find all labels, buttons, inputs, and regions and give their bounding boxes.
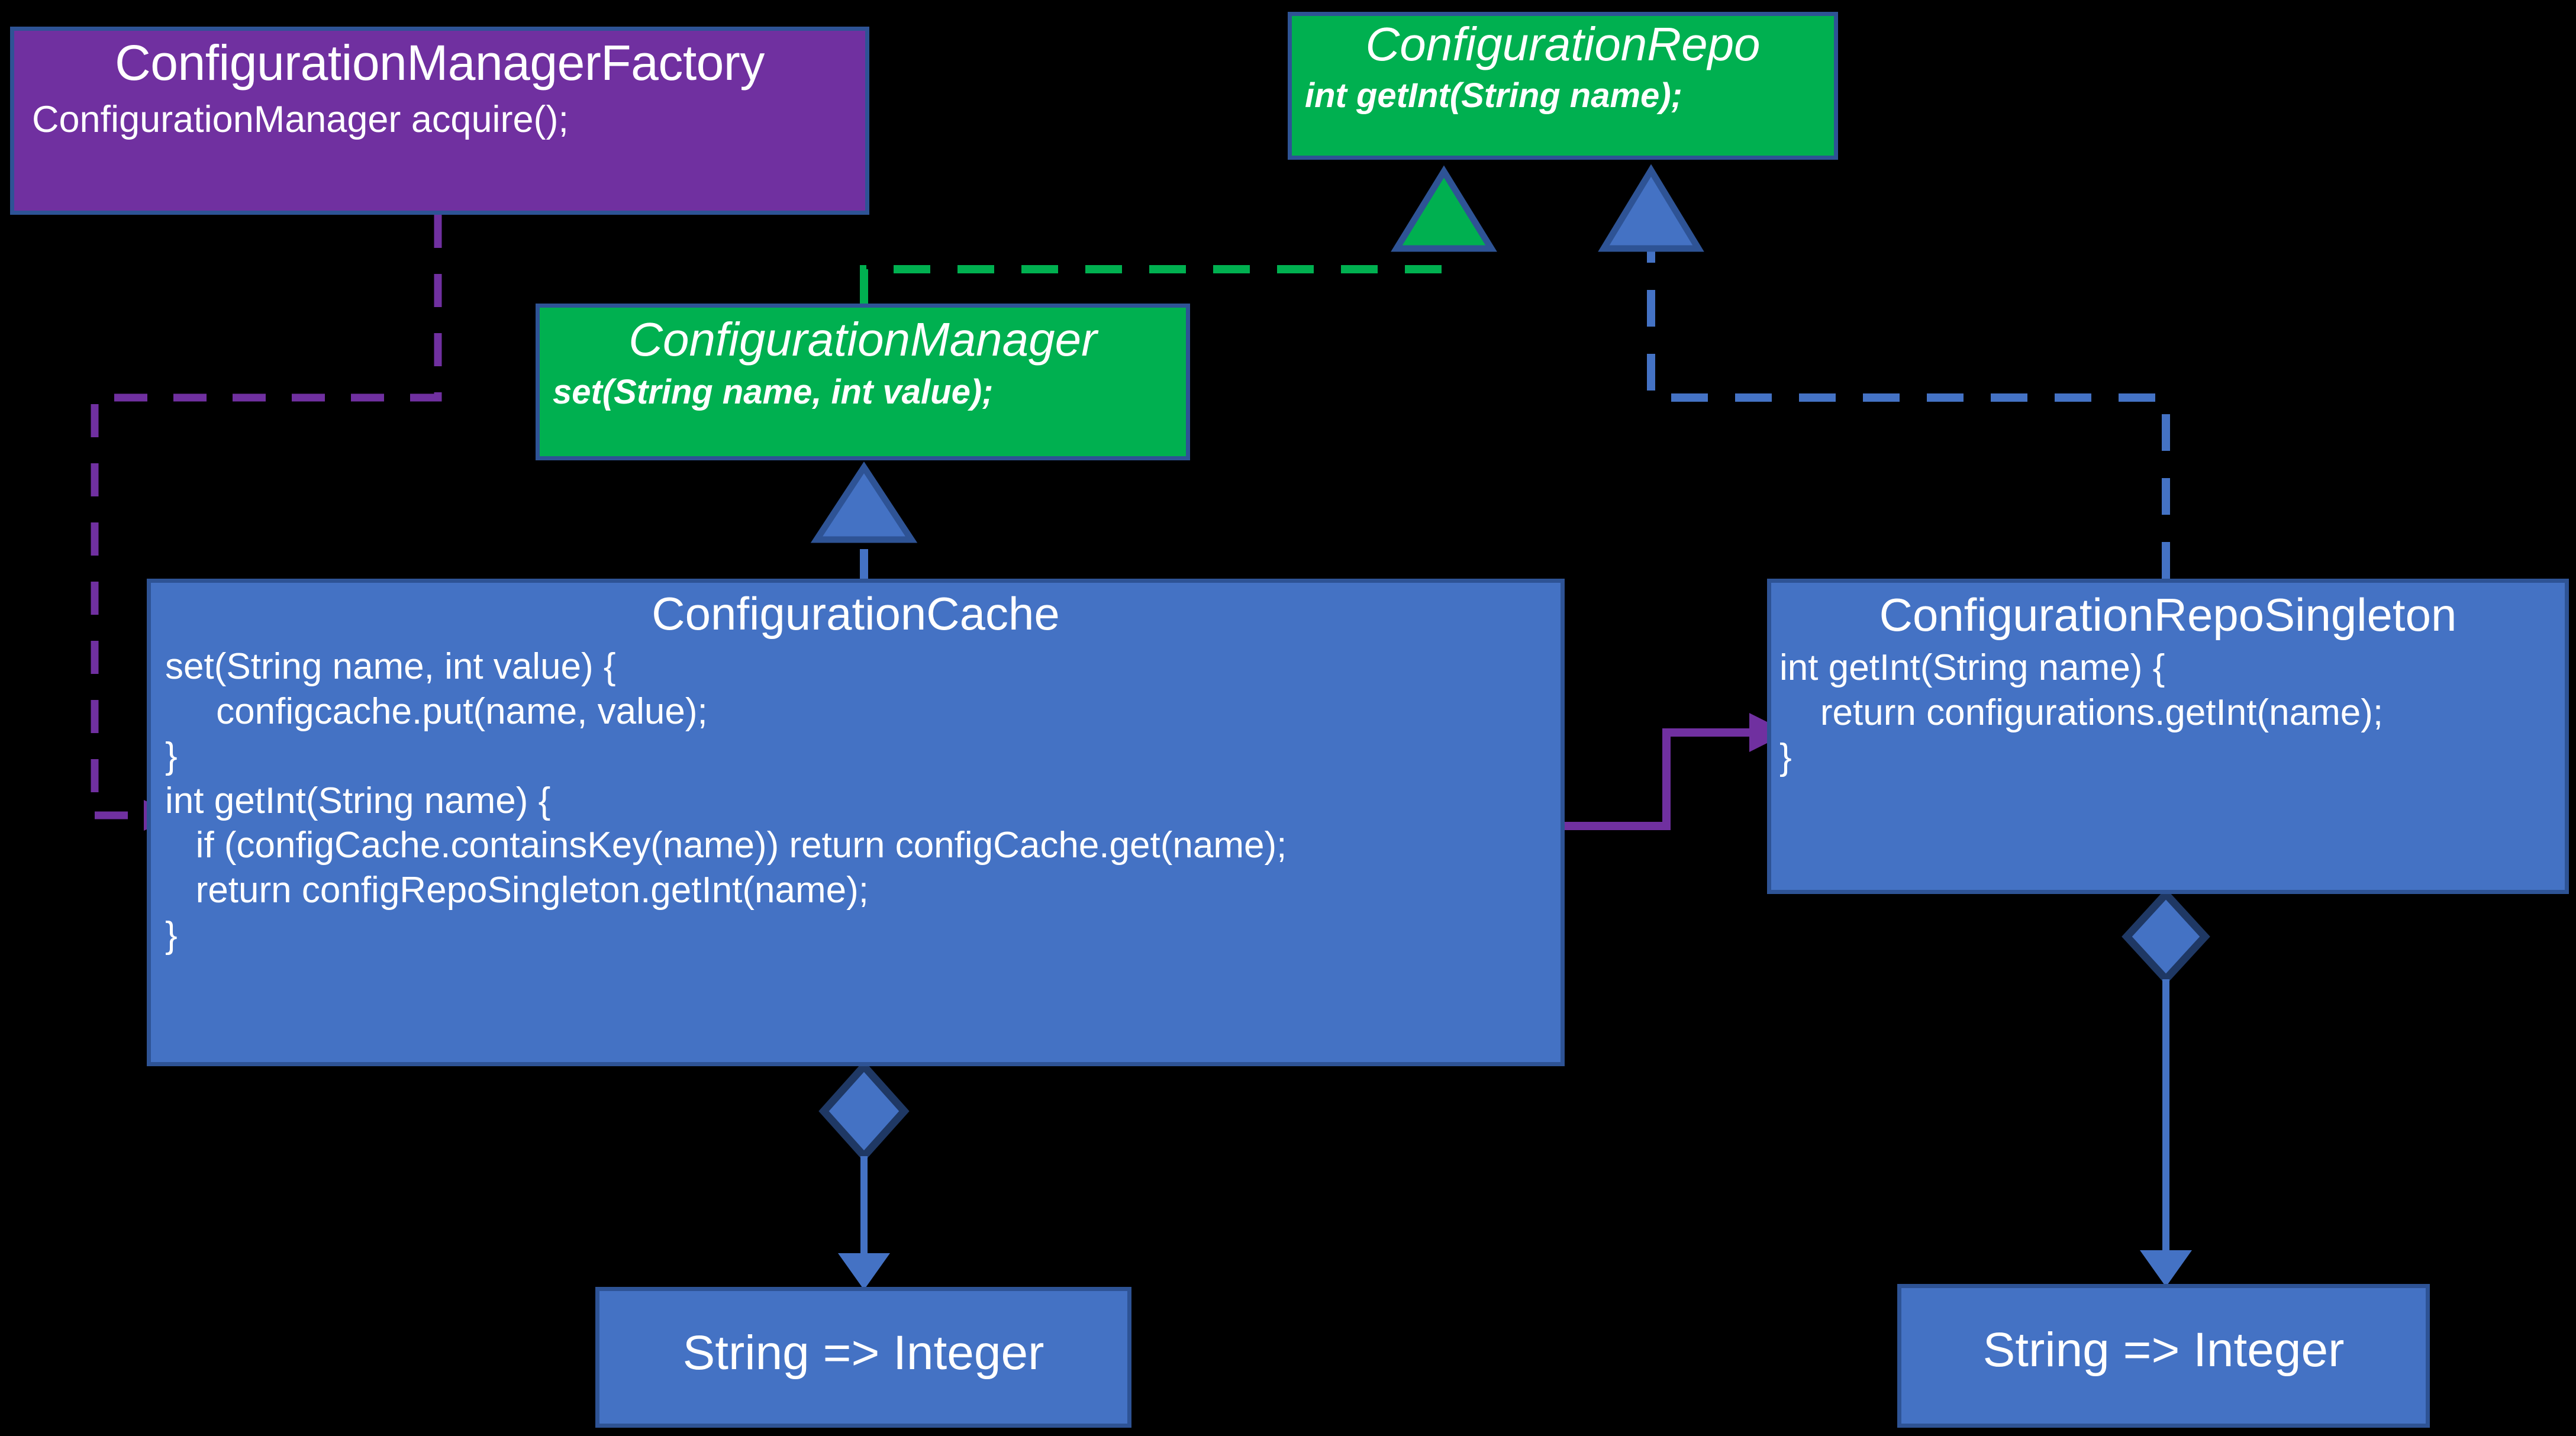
interface-members-configuration-repo: int getInt(String name);: [1305, 76, 1682, 115]
composition-diamond: [2122, 888, 2210, 985]
edge-manager-realizes-repo: [860, 165, 1497, 304]
class-box-configuration-manager-factory[interactable]: ConfigurationManagerFactory Configuratio…: [10, 27, 869, 215]
hollow-triangle-head: [1598, 164, 1704, 252]
datatype-title-map-singleton: String => Integer: [1982, 1323, 2345, 1377]
class-members-configuration-cache: set(String name, int value) { configcach…: [165, 646, 1287, 956]
interface-members-configuration-manager: set(String name, int value);: [553, 373, 994, 411]
class-members-configuration-repo-singleton: int getInt(String name) { return configu…: [1779, 647, 2384, 778]
interface-title-configuration-manager: ConfigurationManager: [628, 313, 1097, 366]
edge-singleton-composes-map: [2122, 888, 2210, 1287]
class-box-configuration-cache[interactable]: ConfigurationCache set(String name, int …: [147, 579, 1565, 1066]
hollow-triangle-head: [1391, 165, 1497, 252]
class-title-configuration-manager-factory: ConfigurationManagerFactory: [115, 35, 765, 91]
datatype-box-map-singleton[interactable]: String => Integer: [1897, 1284, 2430, 1428]
interface-title-configuration-repo: ConfigurationRepo: [1365, 18, 1761, 70]
class-box-configuration-repo-singleton[interactable]: ConfigurationRepoSingleton int getInt(St…: [1767, 579, 2569, 894]
class-title-configuration-repo-singleton: ConfigurationRepoSingleton: [1879, 589, 2457, 641]
edge-singleton-realizes-repo: [1598, 164, 2170, 579]
datatype-title-map-cache: String => Integer: [682, 1326, 1044, 1380]
edge-cache-realizes-manager: [810, 461, 918, 579]
arrow-head: [2140, 1250, 2192, 1287]
edge-cache-uses-singleton: [1565, 713, 1788, 830]
arrow-head: [838, 1253, 890, 1290]
class-members-configuration-manager-factory: ConfigurationManager acquire();: [32, 99, 569, 141]
interface-box-configuration-manager[interactable]: ConfigurationManager set(String name, in…: [536, 304, 1190, 460]
edge-cache-composes-map: [818, 1060, 910, 1290]
datatype-box-map-cache[interactable]: String => Integer: [595, 1287, 1131, 1428]
hollow-triangle-head: [810, 461, 918, 543]
interface-box-configuration-repo[interactable]: ConfigurationRepo int getInt(String name…: [1288, 12, 1838, 160]
composition-diamond: [818, 1060, 910, 1162]
class-title-configuration-cache: ConfigurationCache: [652, 588, 1060, 640]
